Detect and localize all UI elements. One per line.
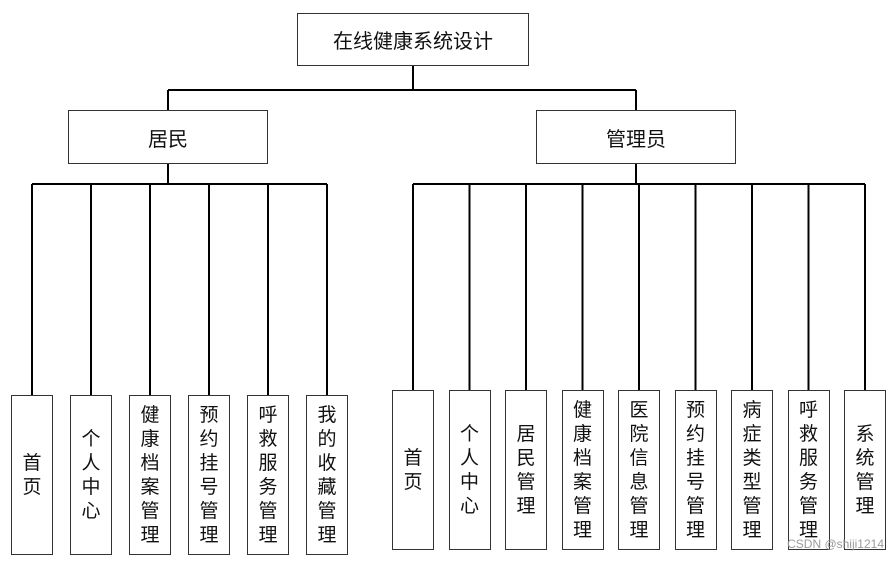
module-node: 健康档案管理	[561, 390, 604, 550]
module-node-label: 系统管理	[855, 423, 875, 517]
branch-node-label: 居民	[148, 126, 188, 151]
module-node-label: 病症类型管理	[742, 399, 762, 541]
module-node-label: 呼救服务管理	[258, 404, 278, 546]
module-node: 居民管理	[505, 390, 547, 550]
module-node: 健康档案管理	[129, 395, 171, 555]
module-node: 个人中心	[70, 395, 112, 555]
module-node: 呼救服务管理	[787, 390, 830, 550]
module-node-label: 我的收藏管理	[317, 404, 337, 546]
module-node-label: 健康档案管理	[140, 404, 160, 546]
root-node-label: 在线健康系统设计	[333, 29, 493, 53]
module-node: 个人中心	[448, 390, 491, 550]
module-node: 首页	[11, 395, 53, 555]
module-node-label: 医院信息管理	[629, 399, 649, 541]
module-node: 预约挂号管理	[674, 390, 717, 550]
root-node: 在线健康系统设计	[297, 13, 529, 66]
module-node-label: 预约挂号管理	[685, 399, 705, 541]
module-node: 我的收藏管理	[306, 395, 348, 555]
module-node-label: 居民管理	[516, 423, 536, 517]
module-node-label: 预约挂号管理	[199, 404, 219, 546]
module-node: 呼救服务管理	[247, 395, 289, 555]
module-node: 医院信息管理	[618, 390, 660, 550]
branch-node-label: 管理员	[606, 126, 666, 151]
branch-node-resident: 居民	[68, 110, 268, 164]
module-node-label: 首页	[403, 447, 423, 493]
module-node: 预约挂号管理	[188, 395, 230, 555]
branch-node-admin: 管理员	[536, 110, 736, 164]
module-node: 系统管理	[844, 390, 886, 550]
module-node: 首页	[392, 390, 434, 550]
module-node-label: 个人中心	[459, 423, 479, 517]
module-node-label: 健康档案管理	[572, 399, 592, 541]
module-node-label: 个人中心	[81, 428, 101, 522]
module-node-label: 呼救服务管理	[798, 399, 818, 541]
module-node: 病症类型管理	[731, 390, 773, 550]
watermark: CSDN @shiji1214	[787, 537, 884, 551]
module-node-label: 首页	[22, 452, 42, 498]
